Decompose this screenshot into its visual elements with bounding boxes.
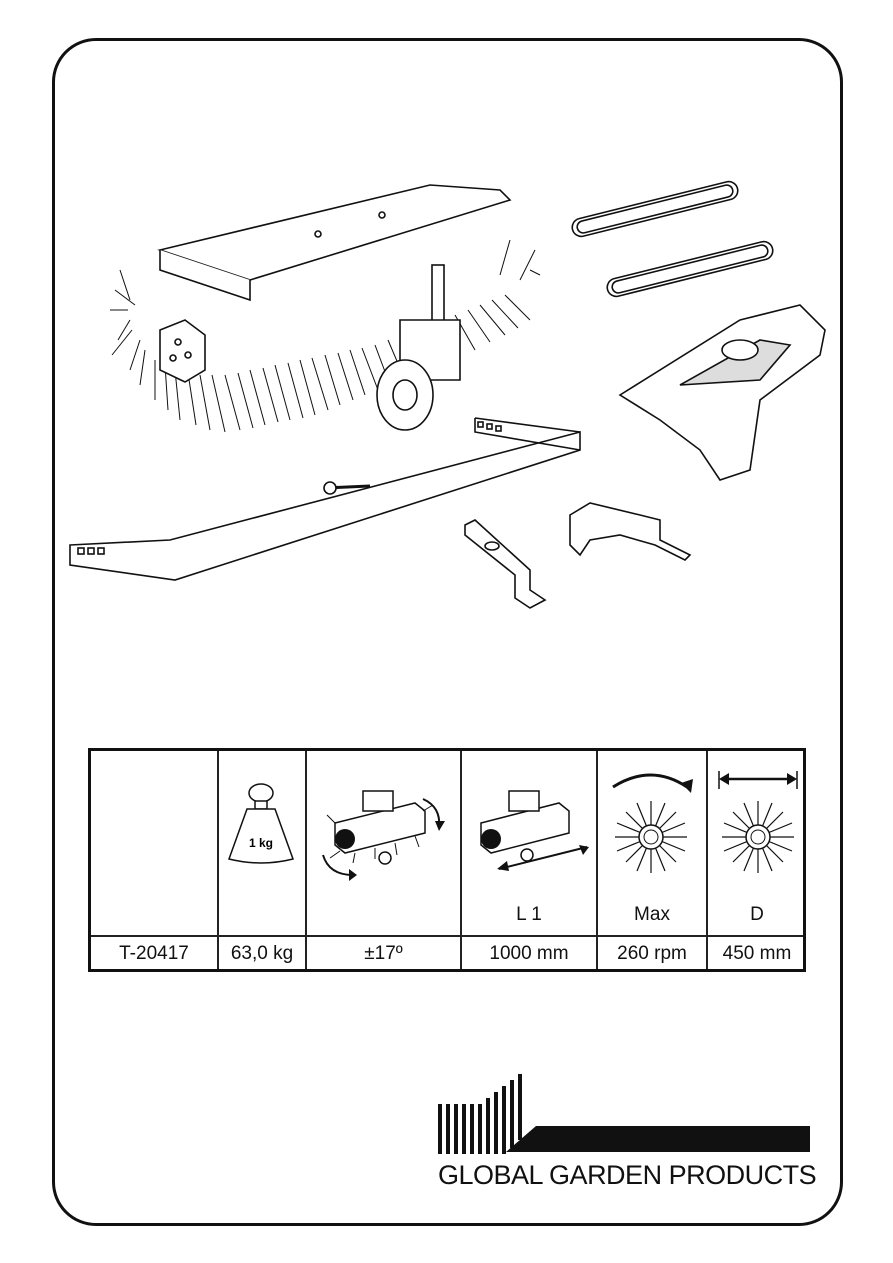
- table-divider: [305, 751, 307, 969]
- brush-width-icon: [480, 790, 589, 871]
- speed-value: 260 rpm: [617, 943, 687, 964]
- svg-text:1 kg: 1 kg: [249, 836, 273, 850]
- table-divider: [91, 935, 803, 937]
- weight-icon: 1 kg: [228, 783, 294, 864]
- length-label: L 1: [516, 904, 542, 925]
- tilt-value: ±17º: [364, 943, 403, 964]
- specification-table: 1 kg L 1 Max: [88, 748, 806, 972]
- speed-label: Max: [634, 904, 670, 925]
- drive-belt-icon: [571, 180, 774, 298]
- diameter-value: 450 mm: [722, 943, 792, 964]
- model-number: T-20417: [119, 943, 189, 964]
- ggp-logo-bars: [438, 1074, 810, 1154]
- diameter-label: D: [750, 904, 764, 925]
- brand-name: GLOBAL GARDEN PRODUCTS: [438, 1160, 817, 1190]
- length-value: 1000 mm: [489, 943, 569, 964]
- table-divider: [596, 751, 598, 969]
- table-divider: [217, 751, 219, 969]
- table-divider: [460, 751, 462, 969]
- belt-guard-icon: [618, 304, 826, 481]
- weight-value: 63,0 kg: [230, 943, 294, 964]
- table-divider: [706, 751, 708, 969]
- sweeper-assembly-illustration: [69, 180, 826, 609]
- rotation-arrows-icon: [322, 790, 445, 881]
- page-border: [52, 38, 843, 1226]
- brush-diameter-icon: [718, 771, 798, 873]
- mounting-bracket-icon: [464, 502, 692, 609]
- brush-bristles-icon: [110, 239, 541, 433]
- brush-rotation-icon: [612, 773, 693, 873]
